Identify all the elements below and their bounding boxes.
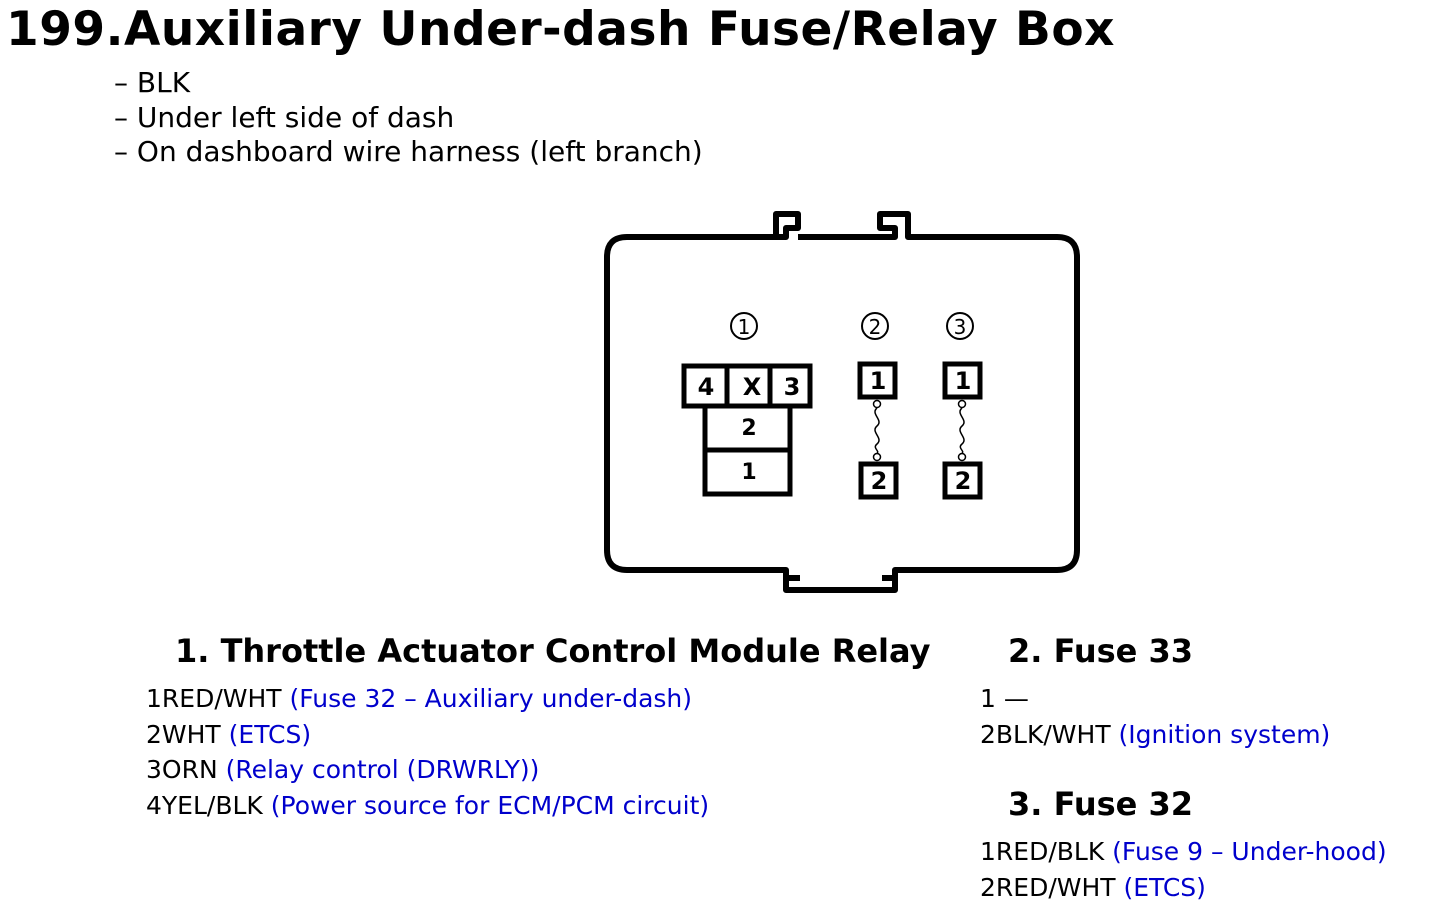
- pin-description: (ETCS): [1123, 873, 1206, 902]
- pin-description: (Fuse 9 – Under-hood): [1112, 837, 1387, 866]
- relay-pin-1-line: 1RED/WHT (Fuse 32 – Auxiliary under-dash…: [146, 684, 692, 713]
- relay-pin-x: X: [743, 373, 762, 401]
- pin-label: 2WHT: [146, 720, 229, 749]
- relay-pin-3: 3: [784, 373, 801, 401]
- relay-pin-4-line: 4YEL/BLK (Power source for ECM/PCM circu…: [146, 791, 709, 820]
- relay-pin-2: 2: [741, 416, 756, 441]
- note-harness: – On dashboard wire harness (left branch…: [114, 135, 703, 168]
- fuse-3-pin-1: 1: [955, 367, 972, 395]
- relay-socket: [681, 363, 813, 497]
- fuse32-pin-1-line: 1RED/BLK (Fuse 9 – Under-hood): [980, 837, 1387, 866]
- svg-text:3: 3: [954, 315, 967, 339]
- fuse-2-pin-2: 2: [871, 467, 888, 495]
- pin-description: (Power source for ECM/PCM circuit): [270, 791, 710, 820]
- pin-label: 4YEL/BLK: [146, 791, 271, 820]
- pin-description: (ETCS): [228, 720, 312, 749]
- pin-label: 1RED/WHT: [146, 684, 290, 713]
- housing-outline: [604, 211, 1080, 593]
- pin-description: (Ignition system): [1118, 720, 1331, 749]
- component-marker-2: 2: [861, 312, 889, 340]
- pin-description: (Fuse 32 – Auxiliary under-dash): [289, 684, 693, 713]
- fuse-2-pin-1: 1: [870, 367, 887, 395]
- page-title: 199.Auxiliary Under-dash Fuse/Relay Box: [6, 2, 1115, 57]
- component-marker-1: 1: [730, 312, 758, 340]
- fuse-2-socket: [857, 361, 899, 500]
- relay-pin-2-line: 2WHT (ETCS): [146, 720, 311, 749]
- pin-label: 2RED/WHT: [980, 873, 1124, 902]
- fuse-3-pin-2: 2: [955, 467, 972, 495]
- pin-description: (Relay control (DRWRLY)): [225, 755, 540, 784]
- svg-text:2: 2: [869, 315, 882, 339]
- section-fuse32-heading: 3. Fuse 32: [1008, 785, 1194, 823]
- fuse-2-element: [874, 407, 880, 454]
- note-color: – BLK: [114, 66, 191, 99]
- fuse-3-element: [959, 407, 965, 454]
- section-fuse33-heading: 2. Fuse 33: [1008, 632, 1194, 670]
- relay-pin-4: 4: [698, 373, 715, 401]
- fuse-3-socket: [942, 361, 983, 500]
- pin-label: 1RED/BLK: [980, 837, 1113, 866]
- component-marker-3: 3: [946, 312, 974, 340]
- pin-label: 1 —: [980, 684, 1029, 713]
- fuse33-pin-2-line: 2BLK/WHT (Ignition system): [980, 720, 1330, 749]
- location-notes: – BLK – Under left side of dash – On das…: [114, 66, 703, 170]
- fuse33-pin-1-line: 1 —: [980, 684, 1029, 713]
- relay-pin-3-line: 3ORN (Relay control (DRWRLY)): [146, 755, 539, 784]
- relay-pin-1: 1: [741, 460, 756, 485]
- pin-label: 3ORN: [146, 755, 226, 784]
- fuse32-pin-2-line: 2RED/WHT (ETCS): [980, 873, 1206, 902]
- svg-text:1: 1: [738, 315, 751, 339]
- pin-label: 2BLK/WHT: [980, 720, 1119, 749]
- section-relay-heading: 1. Throttle Actuator Control Module Rela…: [175, 632, 931, 670]
- note-location: – Under left side of dash: [114, 100, 455, 134]
